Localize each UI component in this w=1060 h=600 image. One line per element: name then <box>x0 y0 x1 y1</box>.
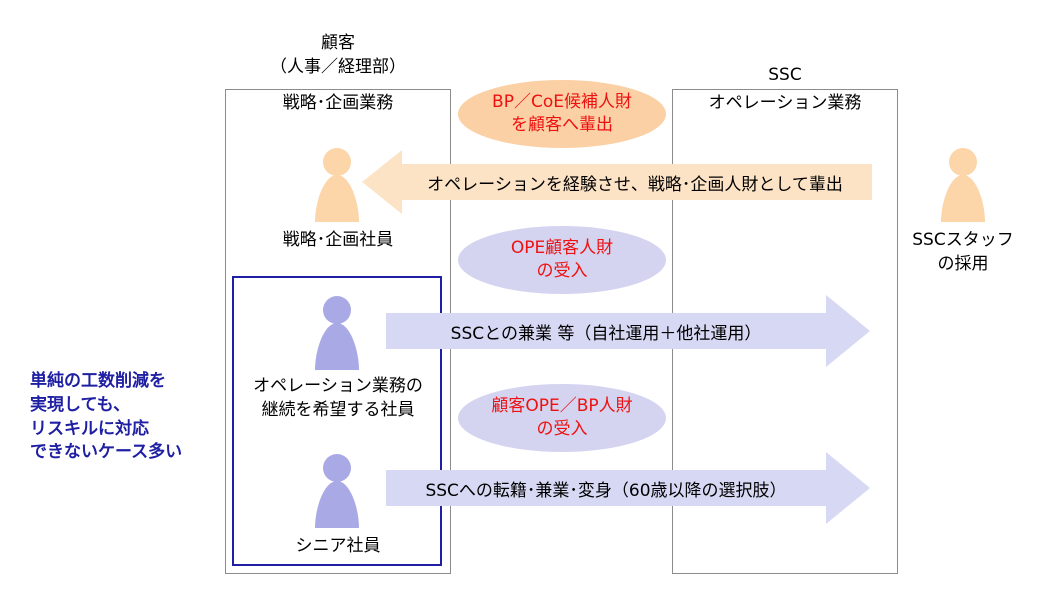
strategy-staff-label: 戦略･企画社員 <box>282 230 394 250</box>
ops-staff-label-line2: 継続を希望する社員 <box>261 400 415 420</box>
bubble-ope-client-line1: OPE顧客人財 <box>510 238 614 259</box>
bubble-client-ope-bp-line1: 顧客OPE／BP人財 <box>491 396 633 417</box>
highlight-box <box>232 276 442 566</box>
note-line3: リスキルに対応 <box>30 418 149 439</box>
ssc-staff-label-line2: の採用 <box>937 254 989 274</box>
senior-staff-label: シニア社員 <box>295 536 381 556</box>
ssc-staff-label-line1: SSCスタッフ <box>912 230 1014 250</box>
client-subtitle: （人事／経理部） <box>270 57 406 77</box>
arrow-to-client-label: オペレーションを経験させ、戦略･企画人財として輩出 <box>427 174 843 195</box>
arrow-side-job <box>386 295 870 367</box>
bubble-ope-client: OPE顧客人財 の受入 <box>458 226 666 294</box>
person-icon-ops-staff <box>315 296 359 370</box>
ops-staff-label-line1: オペレーション業務の <box>253 376 423 396</box>
arrow-side-job-label: SSCとの兼業 等（自社運用＋他社運用） <box>450 323 762 344</box>
arrow-transfer-label: SSCへの転籍･兼業･変身（60歳以降の選択肢） <box>425 480 787 501</box>
bubble-ope-client-line2: の受入 <box>536 261 588 281</box>
client-panel-label: 戦略･企画業務 <box>282 93 394 113</box>
note-line2: 実現しても、 <box>30 394 131 415</box>
bubble-bp-coe-line2: を顧客へ輩出 <box>511 115 613 135</box>
person-icon-strategy-staff <box>315 148 359 222</box>
bubble-bp-coe-line1: BP／CoE候補人財 <box>492 92 632 113</box>
bubble-bp-coe: BP／CoE候補人財 を顧客へ輩出 <box>458 80 666 148</box>
arrow-transfer <box>386 452 870 524</box>
note-line4: できないケース多い <box>30 442 183 463</box>
bubble-client-ope-bp-line2: の受入 <box>536 419 588 439</box>
note-line1: 単純の工数削減を <box>30 371 166 391</box>
person-icon-senior-staff <box>315 454 359 528</box>
ssc-title: SSC <box>768 65 802 85</box>
person-icon-ssc-staff <box>941 148 985 222</box>
note: 単純の工数削減を 実現しても、 リスキルに対応 できないケース多い <box>30 370 220 465</box>
ssc-panel-label: オペレーション業務 <box>708 93 862 113</box>
bubble-client-ope-bp: 顧客OPE／BP人財 の受入 <box>458 384 666 452</box>
arrow-to-client <box>362 150 872 214</box>
client-title: 顧客 <box>321 33 355 53</box>
